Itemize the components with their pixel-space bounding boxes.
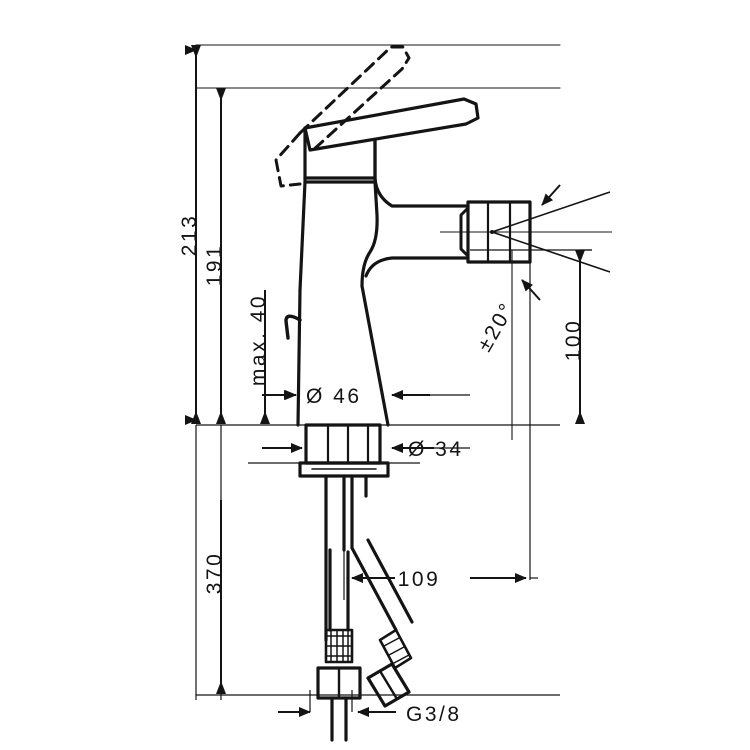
lever-handle-raised-ghost	[274, 45, 411, 188]
body-right-upper	[360, 180, 379, 288]
threaded-shank	[324, 474, 368, 642]
dim-100	[575, 250, 585, 424]
label-thread-g38: G3/8	[406, 703, 462, 726]
dim-370	[216, 500, 226, 694]
popup-rod	[284, 314, 302, 340]
dim-191	[216, 88, 226, 424]
label-213: 213	[178, 214, 201, 257]
dim-213	[185, 45, 201, 425]
label-diameter-34: Ø 34	[408, 438, 464, 461]
hose-right-hex-nut	[366, 662, 411, 708]
spout-lower	[364, 256, 470, 278]
body-left	[296, 288, 302, 427]
label-max-40: max. 40	[247, 294, 270, 386]
hose-right-crimp	[383, 637, 410, 664]
hose-right	[350, 538, 414, 708]
label-diameter-46: Ø 46	[306, 385, 362, 408]
label-370: 370	[203, 552, 226, 595]
spout-upper	[373, 139, 470, 208]
dimension-lines	[185, 45, 612, 717]
handle-reference-lines	[195, 44, 561, 89]
body-neck-left	[298, 180, 307, 292]
label-109: 109	[398, 568, 441, 591]
label-191: 191	[203, 244, 226, 287]
body-right	[360, 284, 390, 427]
lever-handle	[303, 97, 480, 152]
dim-swivel-angle	[440, 184, 612, 440]
hose-left-crimp	[325, 629, 353, 663]
hose-left	[316, 548, 362, 742]
label-100: 100	[562, 319, 585, 362]
